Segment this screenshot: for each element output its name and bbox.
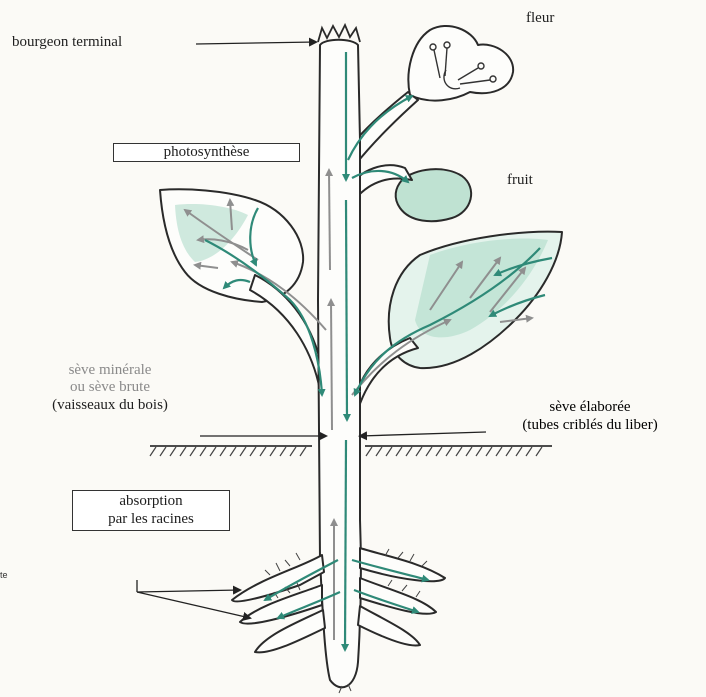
raw-sap-line-3: (vaisseaux du bois) <box>12 397 208 414</box>
absorption-box: absorption par les racines <box>72 490 230 531</box>
fruit-label: fruit <box>507 172 533 189</box>
absorption-line-1: absorption <box>77 493 225 511</box>
flower <box>408 26 513 101</box>
plant-body <box>160 26 562 687</box>
terminal-bud-label: bourgeon terminal <box>12 34 122 51</box>
raw-sap-label: sève minérale ou sève brute (vaisseaux d… <box>12 362 208 414</box>
raw-sap-line-1: sève minérale <box>12 362 208 379</box>
flower-label: fleur <box>526 10 554 27</box>
raw-sap-line-2: ou sève brute <box>12 379 208 396</box>
photosynthesis-box: photosynthèse <box>113 143 300 162</box>
elaborated-sap-line-2: (tubes criblés du liber) <box>484 416 696 434</box>
elaborated-sap-label: sève élaborée (tubes criblés du liber) <box>484 398 696 434</box>
elaborated-sap-line-1: sève élaborée <box>484 398 696 416</box>
absorption-line-2: par les racines <box>77 511 225 529</box>
margin-fragment: te <box>0 570 8 580</box>
